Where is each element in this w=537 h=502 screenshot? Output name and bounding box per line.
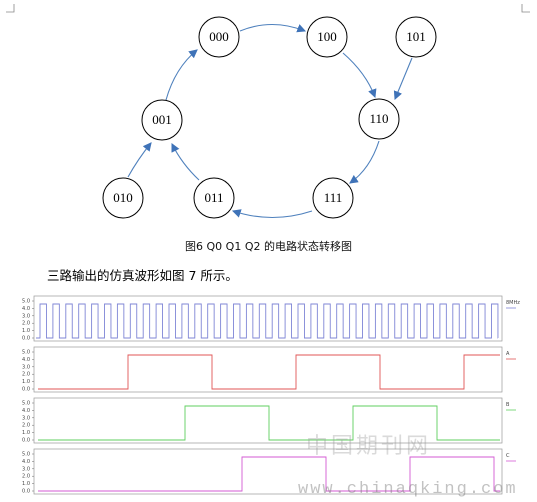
svg-text:010: 010 bbox=[113, 190, 133, 205]
arrow-001-to-000 bbox=[165, 49, 198, 101]
simulation-waveforms: 5.04.03.02.01.00.08MHz5.04.03.02.01.00.0… bbox=[22, 295, 520, 495]
svg-text:101: 101 bbox=[406, 29, 426, 44]
y-tick-label: 1.0 bbox=[22, 481, 30, 487]
y-tick-label: 5.0 bbox=[22, 401, 30, 407]
y-tick-label: 4.0 bbox=[22, 357, 30, 363]
arrow-111-to-011 bbox=[231, 209, 313, 219]
waveform-trace bbox=[36, 303, 499, 339]
y-tick-label: 1.0 bbox=[22, 379, 30, 385]
waveform-tag: B bbox=[506, 402, 510, 408]
y-tick-label: 5.0 bbox=[22, 350, 30, 356]
figure-caption: 图6 Q0 Q1 Q2 的电路状态转移图 bbox=[185, 240, 352, 253]
waveform-tag: C bbox=[506, 453, 510, 459]
waveform-panel bbox=[33, 397, 503, 444]
y-tick-label: 4.0 bbox=[22, 408, 30, 414]
svg-text:011: 011 bbox=[204, 190, 223, 205]
y-tick-label: 0.0 bbox=[22, 489, 30, 495]
y-tick-label: 4.0 bbox=[22, 306, 30, 312]
y-tick-label: 0.0 bbox=[22, 438, 30, 444]
state-node: 010 bbox=[102, 177, 144, 219]
waveform-tag: 8MHz bbox=[506, 300, 520, 306]
y-tick-label: 3.0 bbox=[22, 415, 30, 421]
waveform-panel bbox=[33, 295, 503, 342]
svg-text:001: 001 bbox=[152, 112, 172, 127]
page-corner-mark-right bbox=[521, 4, 530, 13]
page-corner-mark-left bbox=[6, 4, 15, 13]
arrow-011-to-001 bbox=[171, 143, 200, 181]
waveform-tag: A bbox=[506, 351, 510, 357]
y-tick-label: 1.0 bbox=[22, 328, 30, 334]
state-node: 101 bbox=[395, 16, 437, 58]
arrow-010-to-001 bbox=[127, 142, 152, 178]
y-tick-label: 0.0 bbox=[22, 336, 30, 342]
y-tick-label: 2.0 bbox=[22, 423, 30, 429]
arrow-000-to-100 bbox=[239, 24, 307, 33]
y-tick-label: 5.0 bbox=[22, 299, 30, 305]
state-node: 111 bbox=[312, 177, 354, 219]
y-tick-label: 2.0 bbox=[22, 321, 30, 327]
svg-text:000: 000 bbox=[209, 29, 229, 44]
waveform-trace bbox=[38, 405, 500, 441]
y-tick-label: 3.0 bbox=[22, 364, 30, 370]
waveform-panel bbox=[33, 448, 503, 495]
y-tick-label: 2.0 bbox=[22, 372, 30, 378]
y-tick-label: 1.0 bbox=[22, 430, 30, 436]
watermark-url: www.chinaqking.com bbox=[298, 480, 518, 499]
y-tick-label: 3.0 bbox=[22, 313, 30, 319]
waveform-trace bbox=[38, 354, 500, 390]
state-node: 000 bbox=[198, 16, 240, 58]
svg-text:111: 111 bbox=[324, 190, 343, 205]
svg-text:110: 110 bbox=[369, 111, 388, 126]
y-tick-label: 4.0 bbox=[22, 459, 30, 465]
y-tick-label: 3.0 bbox=[22, 466, 30, 472]
arrow-110-to-111 bbox=[349, 140, 380, 184]
waveform-trace bbox=[38, 456, 500, 492]
y-tick-label: 2.0 bbox=[22, 474, 30, 480]
paragraph-text: 三路输出的仿真波形如图 7 所示。 bbox=[47, 268, 238, 283]
waveform-panel bbox=[33, 346, 503, 393]
state-node: 001 bbox=[141, 99, 183, 141]
y-tick-label: 0.0 bbox=[22, 387, 30, 393]
y-tick-label: 5.0 bbox=[22, 452, 30, 458]
arrow-101-to-110 bbox=[393, 57, 413, 101]
state-node: 100 bbox=[306, 16, 348, 58]
transition-arrows bbox=[127, 24, 413, 219]
arrow-100-to-110 bbox=[342, 52, 377, 99]
svg-text:100: 100 bbox=[317, 29, 337, 44]
watermark-cn: 中国期刊网 bbox=[306, 434, 432, 459]
state-node: 011 bbox=[193, 177, 235, 219]
state-node: 110 bbox=[358, 98, 400, 140]
state-transition-diagram: 000 100 101 001 110 010 011 111 bbox=[102, 16, 437, 219]
